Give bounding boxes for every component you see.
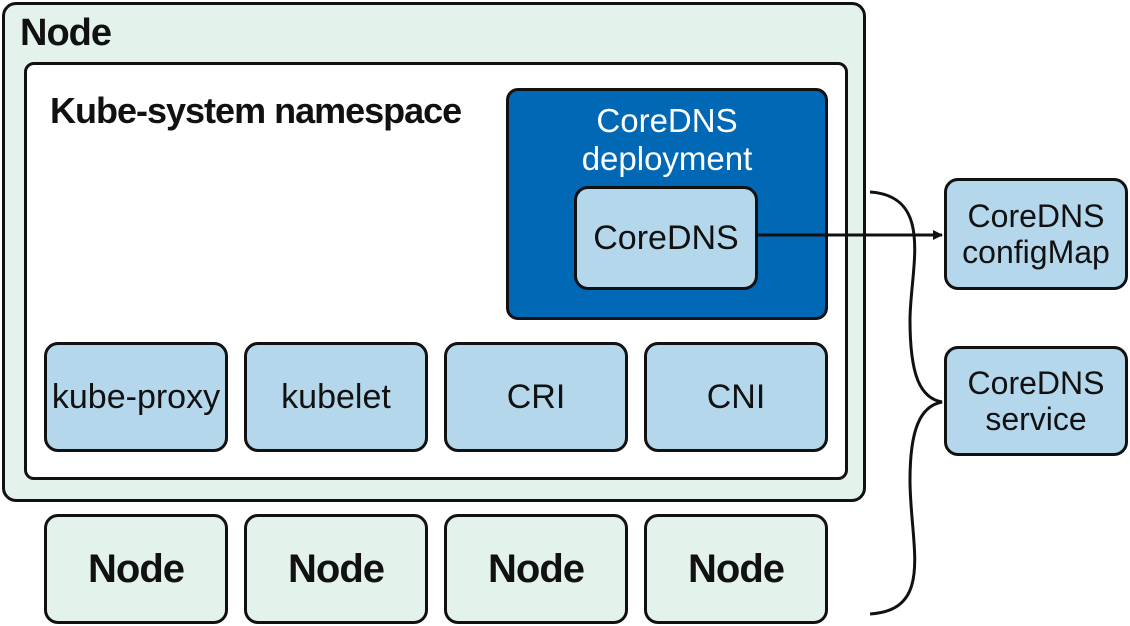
component-label: CNI: [706, 377, 766, 416]
configmap-label: CoreDNS configMap: [962, 198, 1110, 270]
component-cri: CRI: [444, 342, 628, 452]
coredns-deployment-title: CoreDNS deployment: [581, 102, 753, 177]
worker-node-label: Node: [88, 546, 185, 591]
worker-node-3: Node: [444, 514, 628, 624]
node-title: Node: [20, 12, 112, 54]
worker-node-label: Node: [288, 546, 385, 591]
coredns-pod: CoreDNS: [574, 186, 758, 290]
component-label: kube-proxy: [51, 377, 221, 416]
coredns-service: CoreDNS service: [944, 346, 1128, 456]
service-brace: [869, 190, 943, 616]
worker-node-label: Node: [688, 546, 785, 591]
worker-node-4: Node: [644, 514, 828, 624]
service-label: CoreDNS service: [967, 365, 1105, 437]
coredns-configmap: CoreDNS configMap: [944, 178, 1128, 290]
component-cni: CNI: [644, 342, 828, 452]
component-label: kubelet: [281, 377, 391, 416]
worker-node-2: Node: [244, 514, 428, 624]
component-label: CRI: [506, 377, 566, 416]
worker-node-1: Node: [44, 514, 228, 624]
coredns-pod-label: CoreDNS: [593, 218, 739, 257]
component-kube-proxy: kube-proxy: [44, 342, 228, 452]
worker-node-label: Node: [488, 546, 585, 591]
namespace-title: Kube-system namespace: [50, 90, 462, 131]
component-kubelet: kubelet: [244, 342, 428, 452]
